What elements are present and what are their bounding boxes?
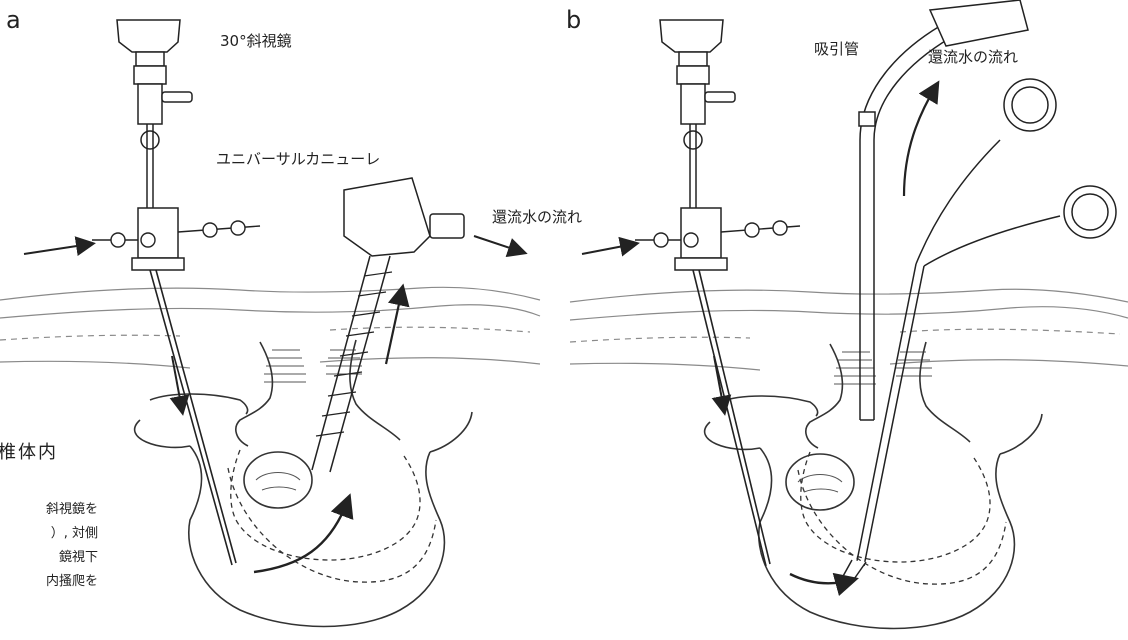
vertebra-outline-a bbox=[135, 340, 472, 627]
outflow-arrow-a bbox=[474, 236, 522, 252]
tissue-layers-b bbox=[570, 289, 1128, 370]
scope-30deg-a bbox=[117, 20, 236, 565]
vertebral-body-b bbox=[798, 452, 1006, 584]
inflow-arrow-a bbox=[24, 244, 90, 254]
scope-30deg-b bbox=[660, 20, 770, 566]
spinal-cord-a bbox=[244, 452, 312, 508]
vertebral-body-a bbox=[228, 450, 436, 582]
universal-cannula-a bbox=[312, 178, 464, 472]
tissue-layers-a bbox=[0, 287, 540, 368]
muscle-striations-b bbox=[834, 352, 932, 384]
curette-forceps-b bbox=[842, 79, 1116, 582]
flow-curve-arrow-a bbox=[254, 500, 348, 572]
up-curve-arrow-b bbox=[904, 86, 936, 196]
inflow-arrow-b bbox=[582, 244, 634, 254]
spinal-cord-b bbox=[786, 454, 854, 510]
down-arrow-a bbox=[172, 356, 182, 410]
panel-a-drawing bbox=[0, 20, 540, 627]
panel-b-drawing bbox=[570, 0, 1128, 629]
